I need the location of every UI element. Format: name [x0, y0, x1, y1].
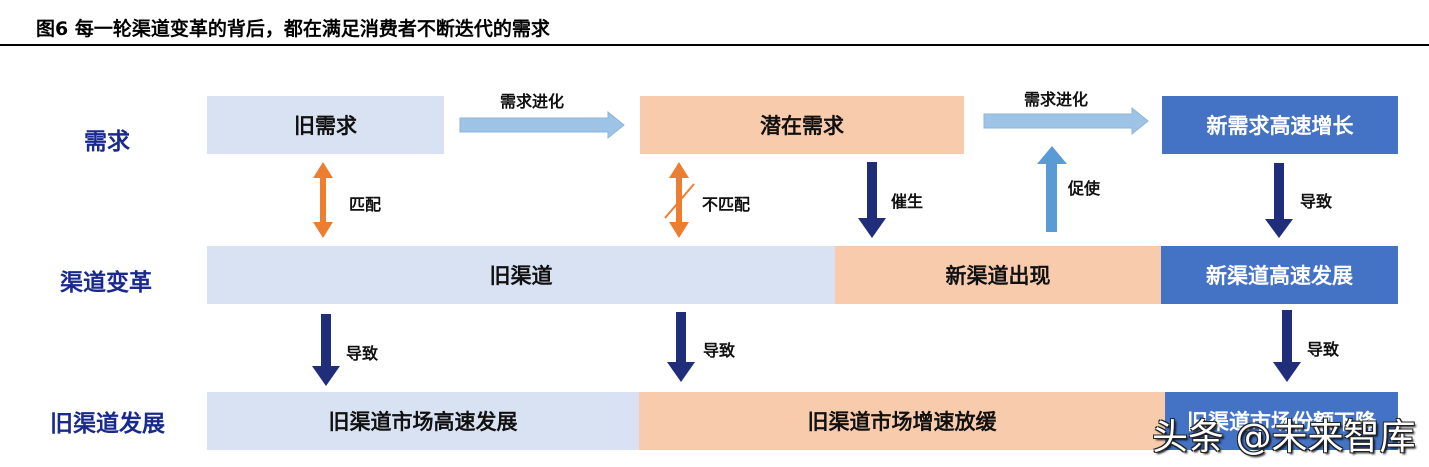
row-label-demand: 需求	[84, 128, 130, 155]
evolve-arrow-2	[983, 106, 1149, 136]
promote-arrow	[1037, 146, 1067, 232]
label-lead-3: 导致	[703, 341, 736, 360]
title-rule	[0, 44, 1429, 46]
label-promote: 促使	[1068, 179, 1101, 198]
box-new-demand-fast: 新需求高速增长	[1162, 96, 1398, 154]
box-new-channel-fast: 新渠道高速发展	[1161, 246, 1398, 304]
box-old-demand: 旧需求	[207, 96, 444, 154]
box-old-channel-market-last: 旧渠道市场份额下降	[1165, 392, 1398, 450]
evolve-arrow-1	[459, 110, 625, 140]
label-spawn: 催生	[891, 192, 924, 211]
label-lead-2: 导致	[346, 344, 379, 363]
box-old-channel: 旧渠道	[207, 246, 835, 304]
box-new-channel-emerge: 新渠道出现	[835, 246, 1161, 304]
mismatch-slash	[664, 183, 695, 219]
row-label-old-channel-growth: 旧渠道发展	[50, 410, 165, 437]
label-lead-1: 导致	[1300, 192, 1333, 211]
watermark: 头条 @未来智库	[1152, 417, 1416, 458]
box-old-channel-market-slow: 旧渠道市场增速放缓	[639, 392, 1165, 450]
label-lead-4: 导致	[1307, 340, 1340, 359]
label-mismatch: 不匹配	[702, 195, 751, 214]
lead-arrow-right-top	[1265, 163, 1293, 238]
figure-title: 图6 每一轮渠道变革的背后，都在满足消费者不断迭代的需求	[36, 18, 550, 40]
lead-arrow-left	[312, 314, 340, 386]
match-double-arrow	[313, 162, 333, 238]
spawn-arrow	[858, 162, 886, 238]
box-latent-demand: 潜在需求	[640, 96, 964, 154]
mismatch-double-arrow	[664, 162, 695, 238]
lead-arrow-middle	[667, 312, 695, 382]
label-match: 匹配	[349, 195, 382, 214]
box-old-channel-market-fast: 旧渠道市场高速发展	[207, 392, 639, 450]
label-evolve-1: 需求进化	[500, 92, 565, 111]
row-label-channel-change: 渠道变革	[60, 269, 152, 296]
label-evolve-2: 需求进化	[1024, 90, 1089, 109]
lead-arrow-right-bottom	[1273, 310, 1301, 382]
